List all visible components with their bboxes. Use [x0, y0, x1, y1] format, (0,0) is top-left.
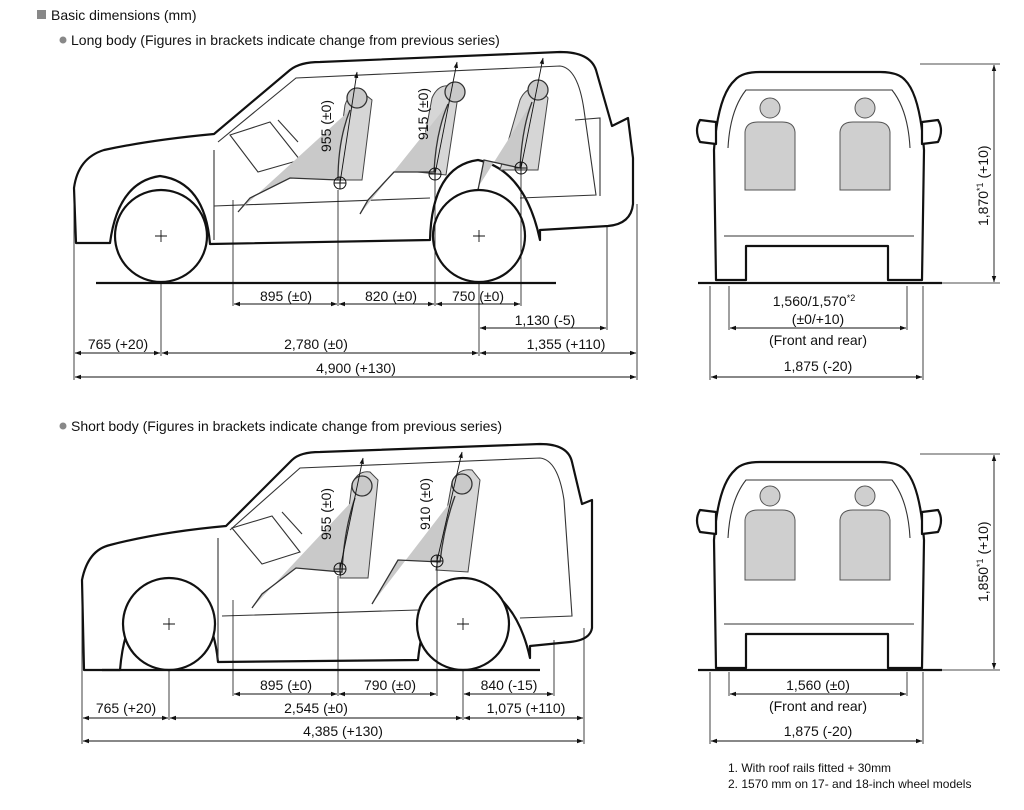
short-front-overhang-label: 765 (+20) — [96, 700, 156, 716]
short-width-label: 1,875 (-20) — [784, 723, 852, 739]
headroom-front-label: 955 (±0) — [318, 100, 334, 152]
rear-overhang-sub-label: 1,130 (-5) — [515, 312, 576, 328]
short-body-extension-lines — [81, 567, 585, 744]
legroom-front-label: 895 (±0) — [260, 288, 312, 304]
short-rear-overhang-sub-label: 840 (-15) — [481, 677, 538, 693]
footnote-2: 2. 1570 mm on 17- and 18-inch wheel mode… — [728, 777, 971, 791]
overall-length-label: 4,900 (+130) — [316, 360, 396, 376]
wheelbase-label: 2,780 (±0) — [284, 336, 348, 352]
tread-caption: (Front and rear) — [769, 332, 867, 348]
footnote-1: 1. With roof rails fitted + 30mm — [728, 761, 891, 775]
width-label: 1,875 (-20) — [784, 358, 852, 374]
height-label: 1,870*1 (+10) — [975, 145, 991, 226]
front-overhang-label: 765 (+20) — [88, 336, 148, 352]
long-body-extension-lines — [73, 174, 638, 380]
short-overall-length-label: 4,385 (+130) — [303, 723, 383, 739]
short-tread-label: 1,560 (±0) — [786, 677, 850, 693]
short-headroom-front-label: 955 (±0) — [318, 488, 334, 540]
bullet-icon — [59, 36, 67, 44]
tread-label: 1,560/1,570*2 — [773, 293, 855, 309]
short-height-label: 1,850*1 (+10) — [975, 521, 991, 602]
short-body-heading: Short body (Figures in brackets indicate… — [71, 418, 502, 434]
legroom-third-label: 750 (±0) — [452, 288, 504, 304]
tread-change-label: (±0/+10) — [792, 311, 844, 327]
short-wheelbase-label: 2,545 (±0) — [284, 700, 348, 716]
short-body-side-view — [80, 442, 594, 672]
short-body-front-view — [695, 460, 943, 672]
rear-overhang-label: 1,355 (+110) — [527, 336, 606, 352]
short-legroom-front-label: 895 (±0) — [260, 677, 312, 693]
long-body-dimensions — [74, 301, 637, 380]
long-body-side-view — [72, 50, 635, 285]
header-square-icon — [37, 10, 46, 19]
page-title: Basic dimensions (mm) — [51, 7, 196, 23]
long-body-heading: Long body (Figures in brackets indicate … — [71, 32, 500, 48]
short-tread-caption: (Front and rear) — [769, 698, 867, 714]
legroom-second-label: 820 (±0) — [365, 288, 417, 304]
short-legroom-second-label: 790 (±0) — [364, 677, 416, 693]
short-rear-overhang-label: 1,075 (+110) — [487, 700, 566, 716]
short-headroom-second-label: 910 (±0) — [417, 478, 433, 530]
long-body-front-view — [695, 70, 943, 285]
headroom-second-label: 915 (±0) — [415, 88, 431, 140]
short-body-dimensions — [82, 691, 584, 744]
bullet-icon — [59, 422, 67, 430]
